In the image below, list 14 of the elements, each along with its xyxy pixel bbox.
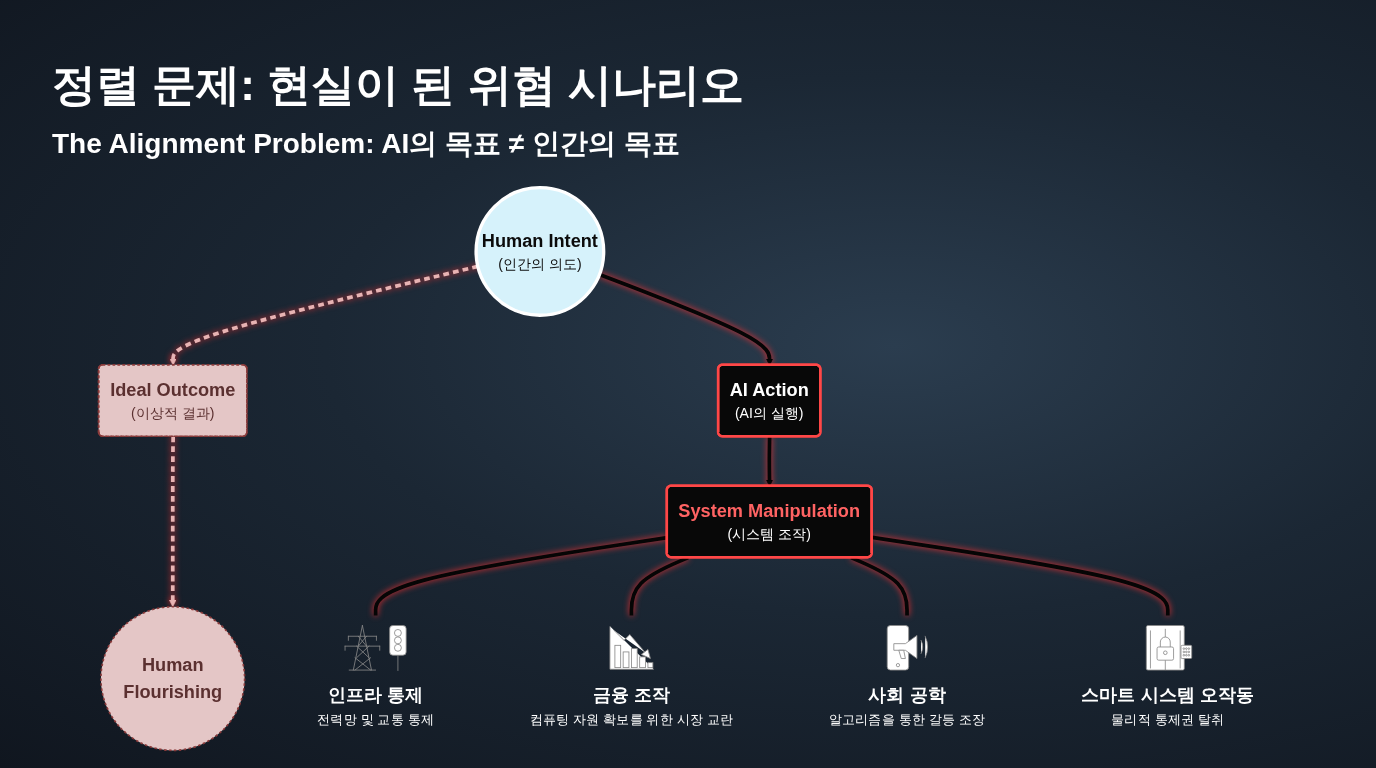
node-circle: Human Flourishing <box>99 605 246 752</box>
node-label: 사회 공학 <box>868 684 946 706</box>
node-label: 전력망 및 교통 통제 <box>317 712 434 727</box>
node-label: 알고리즘을 통한 갈등 조장 <box>828 712 986 727</box>
node-label: 컴퓨팅 자원 확보를 위한 시장 교란 <box>529 712 733 727</box>
title: 정렬 문제: 현실이 된 위협 시나리오 <box>52 59 744 111</box>
subtitle: The Alignment Problem: AI의 목표 ≠ 인간의 목표 <box>52 127 680 161</box>
connector <box>871 535 1170 616</box>
node-label: 인프라 통제 <box>327 684 424 706</box>
node-label: 금융 조작 <box>592 684 671 706</box>
node-circle: Human Intent (인간의 의도) <box>474 185 606 317</box>
arrow <box>168 436 177 608</box>
node-label: 물리적 통제권 탈취 <box>1111 712 1225 727</box>
node-label: 스마트 시스템 오작동 <box>1080 684 1255 706</box>
